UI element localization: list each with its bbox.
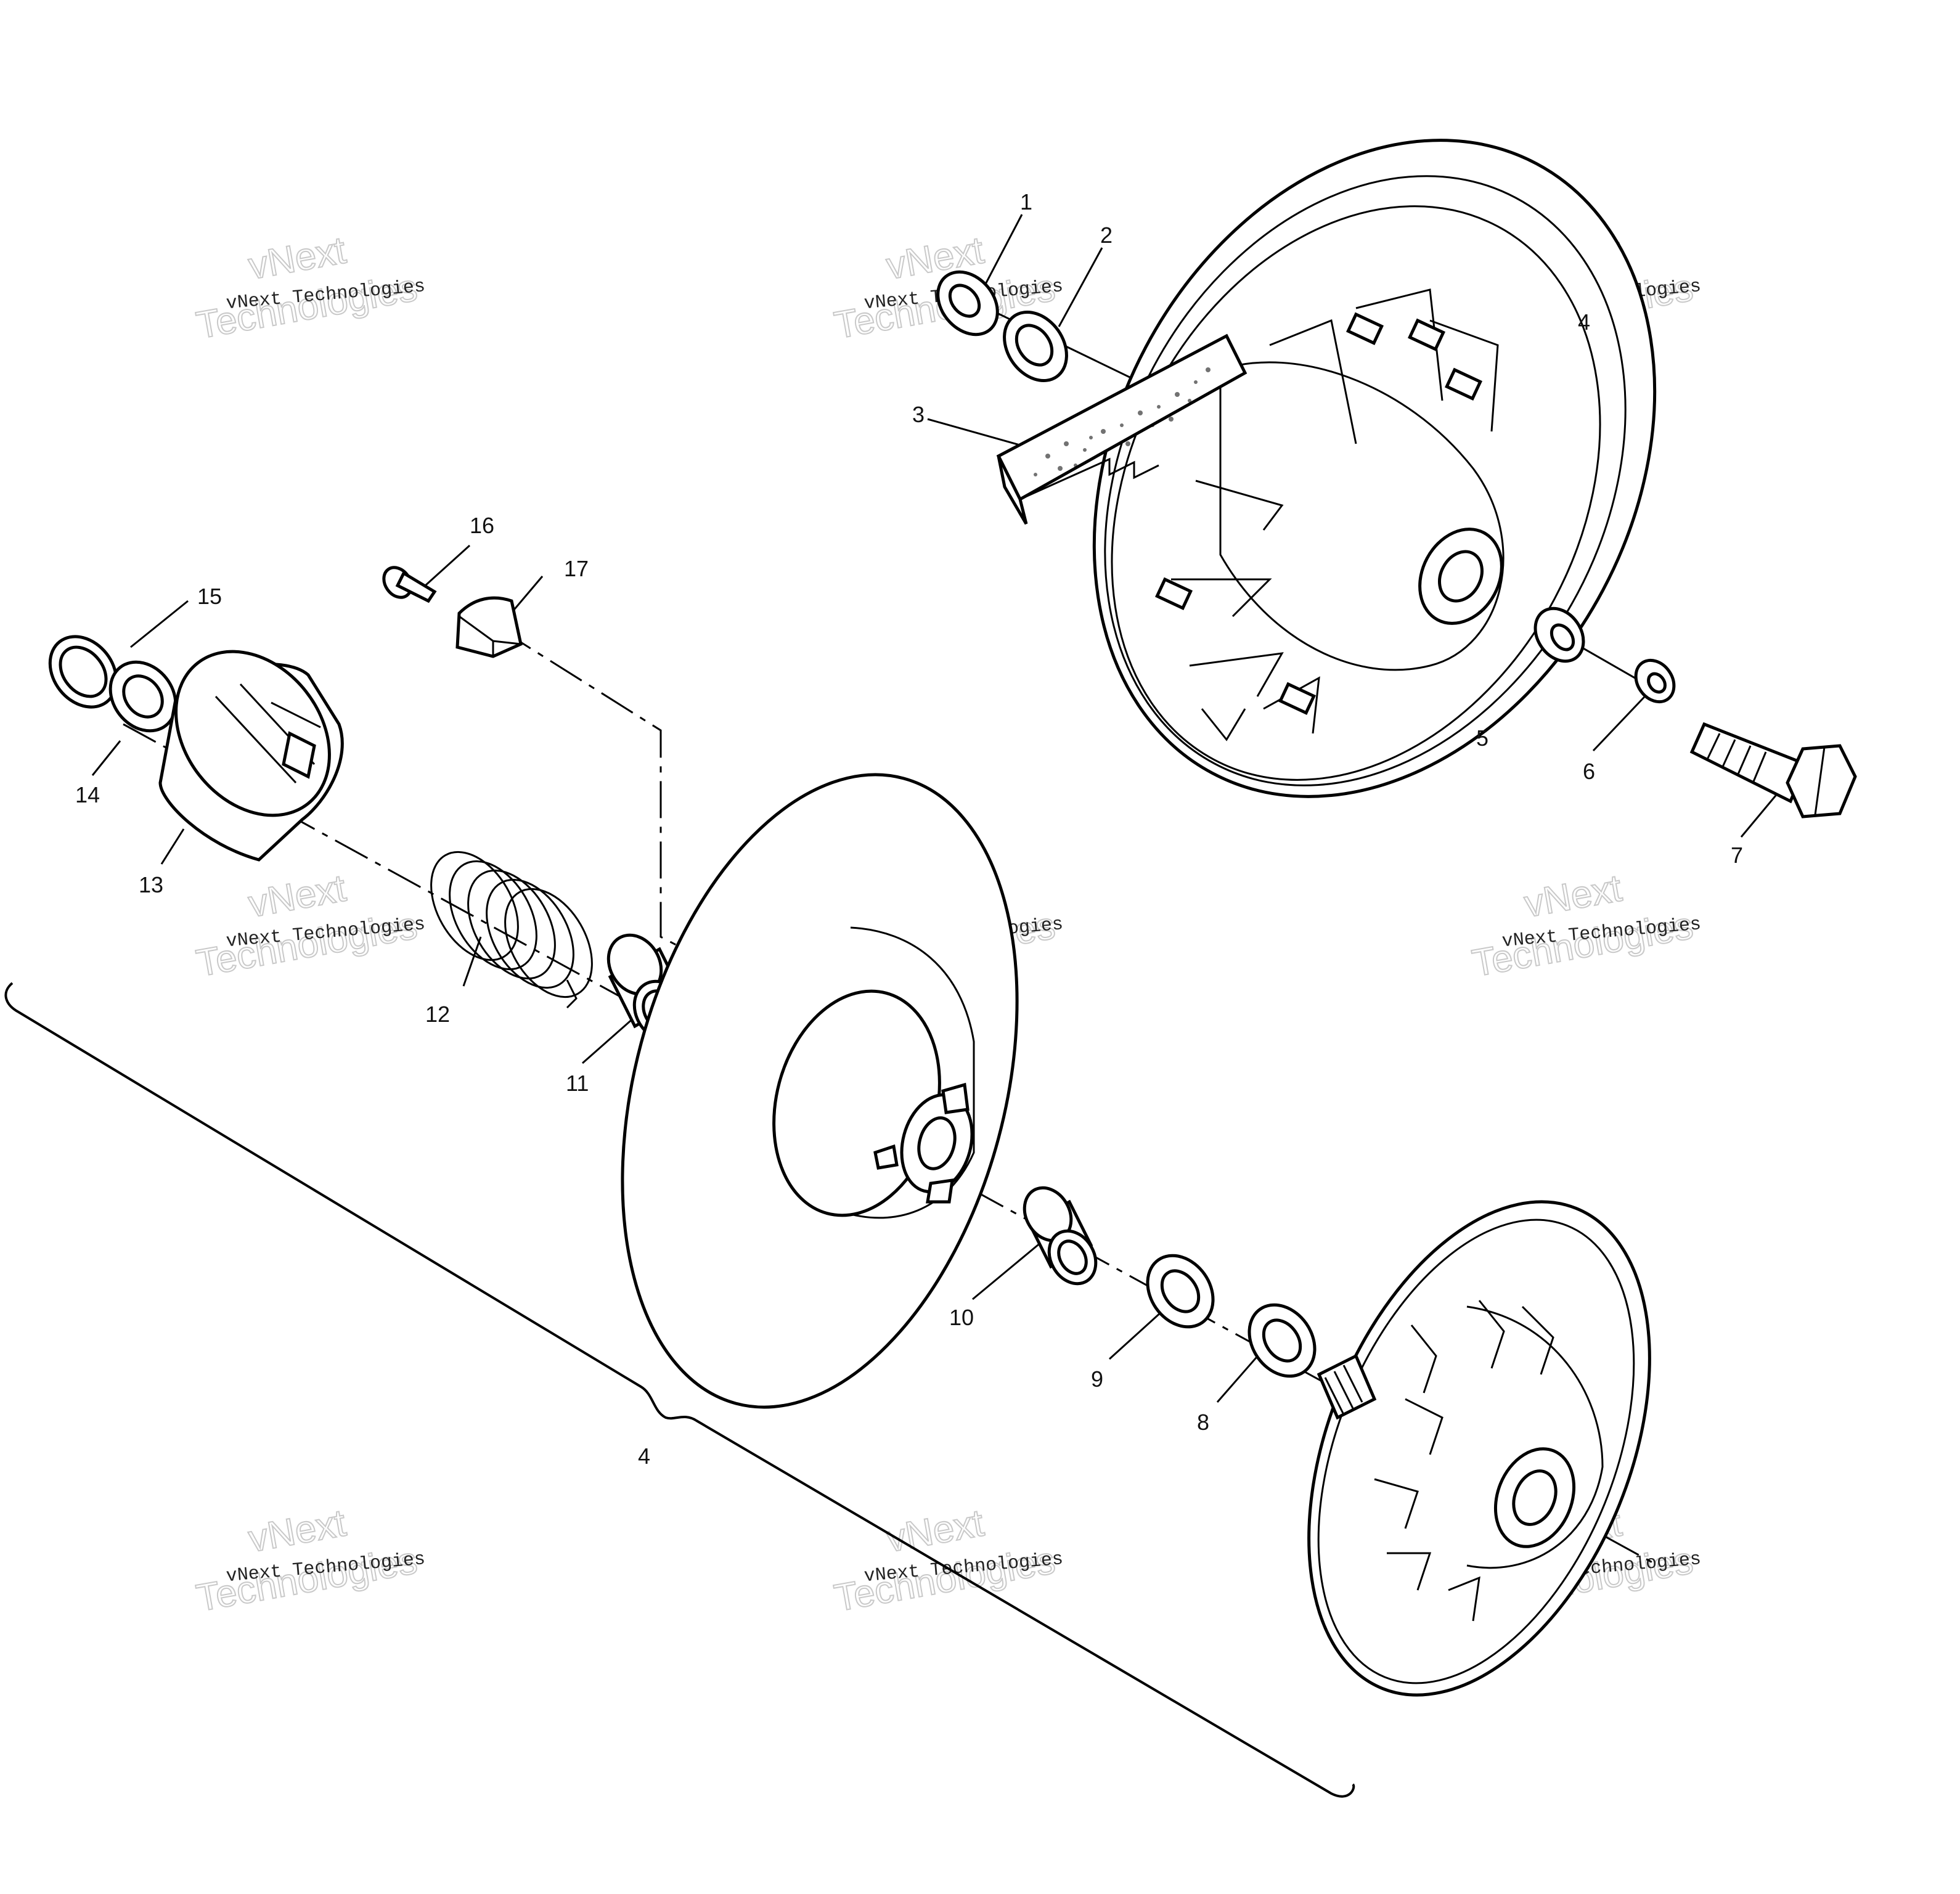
- callout-5: 5: [1476, 725, 1488, 751]
- callout-12: 12: [425, 1002, 450, 1027]
- callout-8: 8: [1197, 1410, 1209, 1435]
- part-17-button: [455, 596, 523, 658]
- callout-4-assembly: 4: [638, 1443, 650, 1469]
- part-3-drive-belt: [996, 333, 1247, 525]
- watermark-text-vnext: vNext: [1521, 867, 1625, 926]
- callout-1: 1: [1020, 189, 1032, 214]
- part-1-nut: [936, 270, 999, 337]
- part-8-washer: [1247, 1303, 1317, 1378]
- part-12-spring: [430, 851, 593, 1009]
- part-7-bolt: [1689, 722, 1857, 818]
- stationary-sheave: [1307, 1200, 1651, 1697]
- callout-15: 15: [197, 584, 222, 609]
- callout-13: 13: [139, 872, 163, 897]
- part-5-washer: [1533, 606, 1585, 663]
- part-10-bushing: [1023, 1186, 1098, 1286]
- watermark-text-vnext: vNext: [245, 867, 349, 926]
- callout-11: 11: [566, 1071, 589, 1096]
- watermark-text-vnext: vNext: [245, 229, 349, 288]
- assembly-4-bracket: [4, 982, 1355, 1798]
- part-15-snap-ring: [48, 635, 118, 709]
- callout-7: 7: [1731, 843, 1743, 868]
- watermark-text-vnext: vNext: [245, 1502, 349, 1561]
- part-16-screw: [382, 566, 437, 603]
- callout-16: 16: [470, 513, 494, 538]
- callout-14: 14: [75, 782, 100, 807]
- part-6-lock-washer: [1634, 658, 1676, 704]
- watermark-text-vnext: vNext: [883, 1502, 987, 1561]
- callout-2: 2: [1100, 222, 1113, 248]
- callout-10: 10: [949, 1305, 974, 1330]
- callout-6: 6: [1583, 759, 1595, 784]
- callout-3: 3: [912, 402, 925, 427]
- part-13-cam: [158, 650, 344, 862]
- callout-4-upper: 4: [1578, 309, 1590, 335]
- callout-labels: 1 2 3 4 5 6 7 8 9 10 11 12 13 14 15 16 1…: [75, 189, 1743, 1469]
- moveable-sheave: [621, 773, 1019, 1409]
- callout-17: 17: [564, 556, 589, 581]
- part-14-washer: [108, 660, 178, 733]
- part-2-washer: [1003, 310, 1068, 383]
- callout-9: 9: [1091, 1366, 1103, 1392]
- upper-driven-sheave: [1092, 139, 1657, 798]
- part-9-washer: [1146, 1254, 1215, 1329]
